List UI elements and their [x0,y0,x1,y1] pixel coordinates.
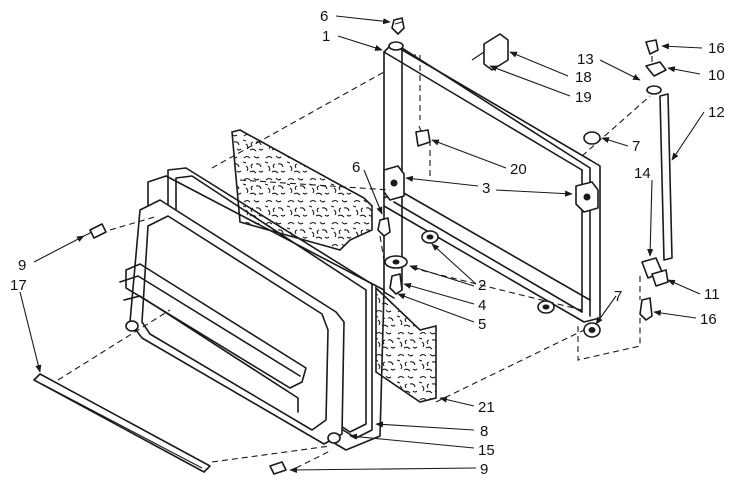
callout-8: 8 [480,423,488,440]
door-frame [383,43,601,323]
hinge-10 [645,61,667,95]
frame-grommet-b [537,300,555,314]
insulation-panel-upper [231,129,373,251]
callout-7-top: 7 [632,138,640,155]
callout-6-top: 6 [320,8,328,25]
callout-15: 15 [478,442,495,459]
washer-7-top [583,131,601,145]
hinge-pin-2 [384,255,408,269]
callout-9-left: 9 [18,257,26,274]
leader-lines [19,15,705,474]
insulation-panel-21 [375,286,437,403]
screw-9-bottom [269,461,287,475]
callout-2: 2 [478,277,486,294]
clip-18-19 [471,33,509,71]
callout-9-bottom: 9 [480,461,488,478]
screw-6-top [391,17,405,35]
callout-21: 21 [478,399,495,416]
callout-19: 19 [575,89,592,106]
hinge-rod-12 [659,93,673,261]
frame-grommet-a [421,230,439,244]
callout-11: 11 [704,286,720,303]
callout-4: 4 [478,297,486,314]
callout-20: 20 [510,161,527,178]
callout-12: 12 [708,104,725,121]
bottom-trim-17 [33,373,211,473]
callout-13: 13 [577,51,594,68]
hinge-screw-16-top [645,39,659,55]
hinge-11 [641,257,669,287]
stop-20 [415,125,431,147]
callout-7-bottom: 7 [614,288,622,305]
callout-3: 3 [482,180,490,197]
hinge-bracket-right [575,181,599,213]
callout-6-side: 6 [352,159,360,176]
callout-1: 1 [322,28,330,45]
callout-labels: 6 1 13 16 10 18 19 12 7 20 6 3 14 9 17 2… [10,8,725,478]
callout-14: 14 [634,165,651,182]
hinge-screw-16-bottom [639,297,653,321]
top-bushing [388,41,404,51]
alignment-lines [57,54,653,469]
callout-5: 5 [478,316,486,333]
door-liner [119,199,345,445]
washer-7-bottom [583,322,601,338]
screw-6-side [377,217,391,237]
screw-9-left [83,223,107,239]
callout-17: 17 [10,277,27,294]
callout-18: 18 [575,69,592,86]
callout-16-top: 16 [708,40,725,57]
callout-10: 10 [708,67,725,84]
callout-16-bottom: 16 [700,311,717,328]
hinge-bracket-left [383,165,405,201]
screw-4 [389,273,403,295]
